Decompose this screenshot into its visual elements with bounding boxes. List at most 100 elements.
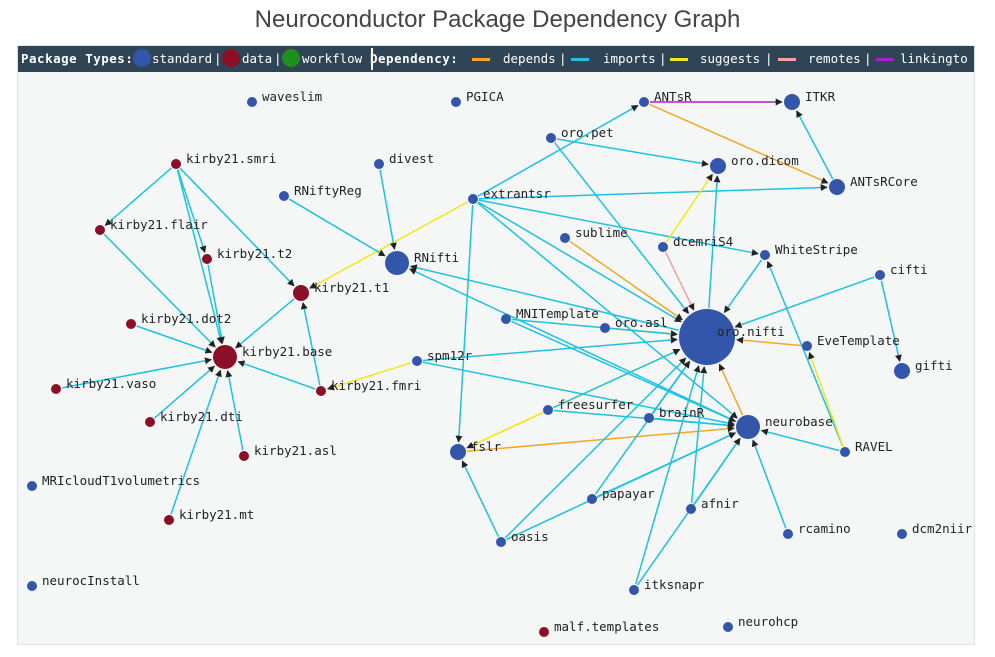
dependency-graph[interactable]: waveslim PGICA ANTsR ITKR oro.pet kirby21.smr…: [18, 46, 975, 645]
graph-panel[interactable]: waveslim PGICA ANTsR ITKR oro.pet kirby21.smr…: [17, 45, 975, 645]
node-circle[interactable]: [546, 133, 556, 143]
node-RAVEL[interactable]: RAVEL: [840, 439, 893, 457]
node-circle[interactable]: [501, 314, 511, 324]
node-circle[interactable]: [639, 97, 649, 107]
node-oro.nifti[interactable]: oro.nifti: [679, 309, 785, 365]
node-ITKR[interactable]: ITKR: [784, 89, 836, 110]
node-oro.asl[interactable]: oro.asl: [600, 315, 668, 333]
node-oro.pet[interactable]: oro.pet: [546, 125, 614, 143]
node-MNITemplate[interactable]: MNITemplate: [501, 306, 599, 324]
node-circle[interactable]: [95, 225, 105, 235]
node-label: oro.asl: [615, 315, 668, 330]
node-MRIcloudT1volumetrics[interactable]: MRIcloudT1volumetrics: [27, 473, 200, 491]
node-rcamino[interactable]: rcamino: [783, 521, 851, 539]
node-circle[interactable]: [644, 413, 654, 423]
node-circle[interactable]: [412, 356, 422, 366]
node-circle[interactable]: [736, 415, 760, 439]
node-kirby21.t1[interactable]: kirby21.t1: [293, 280, 389, 301]
node-circle[interactable]: [213, 345, 237, 369]
node-circle[interactable]: [543, 405, 553, 415]
node-gifti[interactable]: gifti: [894, 358, 953, 379]
node-kirby21.vaso[interactable]: kirby21.vaso: [51, 376, 156, 394]
node-RNiftyReg[interactable]: RNiftyReg: [279, 183, 362, 201]
node-circle[interactable]: [802, 341, 812, 351]
node-RNifti[interactable]: RNifti: [385, 250, 459, 275]
node-circle[interactable]: [539, 627, 549, 637]
node-kirby21.t2[interactable]: kirby21.t2: [202, 246, 292, 264]
node-circle[interactable]: [783, 529, 793, 539]
node-neurohcp[interactable]: neurohcp: [723, 614, 798, 632]
node-ANTsRCore[interactable]: ANTsRCore: [829, 174, 918, 195]
node-afnir[interactable]: afnir: [686, 496, 739, 514]
node-malf.templates[interactable]: malf.templates: [539, 619, 659, 637]
node-divest[interactable]: divest: [374, 151, 434, 169]
node-circle[interactable]: [171, 159, 181, 169]
node-circle[interactable]: [560, 233, 570, 243]
node-circle[interactable]: [202, 254, 212, 264]
node-extrantsr[interactable]: extrantsr: [468, 186, 551, 204]
node-kirby21.dti[interactable]: kirby21.dti: [145, 409, 243, 427]
node-fslr[interactable]: fslr: [450, 439, 502, 460]
node-circle[interactable]: [27, 581, 37, 591]
node-EveTemplate[interactable]: EveTemplate: [802, 333, 900, 351]
node-circle[interactable]: [239, 451, 249, 461]
node-circle[interactable]: [451, 97, 461, 107]
node-dcemriS4[interactable]: dcemriS4: [658, 234, 733, 252]
node-circle[interactable]: [126, 319, 136, 329]
node-circle[interactable]: [840, 447, 850, 457]
node-neurobase[interactable]: neurobase: [736, 414, 833, 439]
node-kirby21.base[interactable]: kirby21.base: [213, 344, 332, 369]
node-brainR[interactable]: brainR: [644, 405, 705, 423]
node-kirby21.mt[interactable]: kirby21.mt: [164, 507, 254, 525]
node-circle[interactable]: [894, 363, 910, 379]
node-circle[interactable]: [385, 251, 409, 275]
node-circle[interactable]: [658, 242, 668, 252]
node-circle[interactable]: [247, 97, 257, 107]
node-WhiteStripe[interactable]: WhiteStripe: [760, 242, 858, 260]
node-circle[interactable]: [468, 194, 478, 204]
node-ANTsR[interactable]: ANTsR: [639, 89, 692, 107]
node-circle[interactable]: [164, 515, 174, 525]
node-circle[interactable]: [710, 158, 726, 174]
node-circle[interactable]: [279, 191, 289, 201]
node-oro.dicom[interactable]: oro.dicom: [710, 153, 799, 174]
node-circle[interactable]: [374, 159, 384, 169]
node-kirby21.smri[interactable]: kirby21.smri: [171, 151, 276, 169]
node-waveslim[interactable]: waveslim: [247, 89, 322, 107]
node-PGICA[interactable]: PGICA: [451, 89, 504, 107]
node-spm12r[interactable]: spm12r: [412, 348, 473, 366]
node-oasis[interactable]: oasis: [496, 529, 549, 547]
node-cifti[interactable]: cifti: [875, 262, 928, 280]
node-circle[interactable]: [27, 481, 37, 491]
node-circle[interactable]: [450, 444, 466, 460]
node-sublime[interactable]: sublime: [560, 225, 628, 243]
node-label: oro.pet: [561, 125, 614, 140]
node-circle[interactable]: [784, 94, 800, 110]
node-kirby21.flair[interactable]: kirby21.flair: [95, 217, 208, 235]
node-layer[interactable]: waveslim PGICA ANTsR ITKR oro.pet kirby21.smr…: [27, 89, 973, 637]
node-circle[interactable]: [629, 585, 639, 595]
node-circle[interactable]: [760, 250, 770, 260]
node-circle[interactable]: [829, 179, 845, 195]
node-circle[interactable]: [679, 309, 735, 365]
node-circle[interactable]: [587, 494, 597, 504]
node-circle[interactable]: [496, 537, 506, 547]
node-circle[interactable]: [316, 386, 326, 396]
node-papayar[interactable]: papayar: [587, 486, 655, 504]
node-circle[interactable]: [51, 384, 61, 394]
legend-package-types-label: Package Types:: [21, 51, 134, 66]
node-circle[interactable]: [897, 529, 907, 539]
node-circle[interactable]: [600, 323, 610, 333]
node-itksnapr[interactable]: itksnapr: [629, 577, 705, 595]
node-freesurfer[interactable]: freesurfer: [543, 397, 634, 415]
node-kirby21.dot2[interactable]: kirby21.dot2: [126, 311, 231, 329]
node-circle[interactable]: [723, 622, 733, 632]
node-neurocInstall[interactable]: neurocInstall: [27, 573, 140, 591]
node-dcm2niir[interactable]: dcm2niir: [897, 521, 973, 539]
node-circle[interactable]: [875, 270, 885, 280]
node-circle[interactable]: [686, 504, 696, 514]
node-kirby21.asl[interactable]: kirby21.asl: [239, 443, 337, 461]
node-circle[interactable]: [145, 417, 155, 427]
node-kirby21.fmri[interactable]: kirby21.fmri: [316, 378, 421, 396]
node-circle[interactable]: [293, 285, 309, 301]
